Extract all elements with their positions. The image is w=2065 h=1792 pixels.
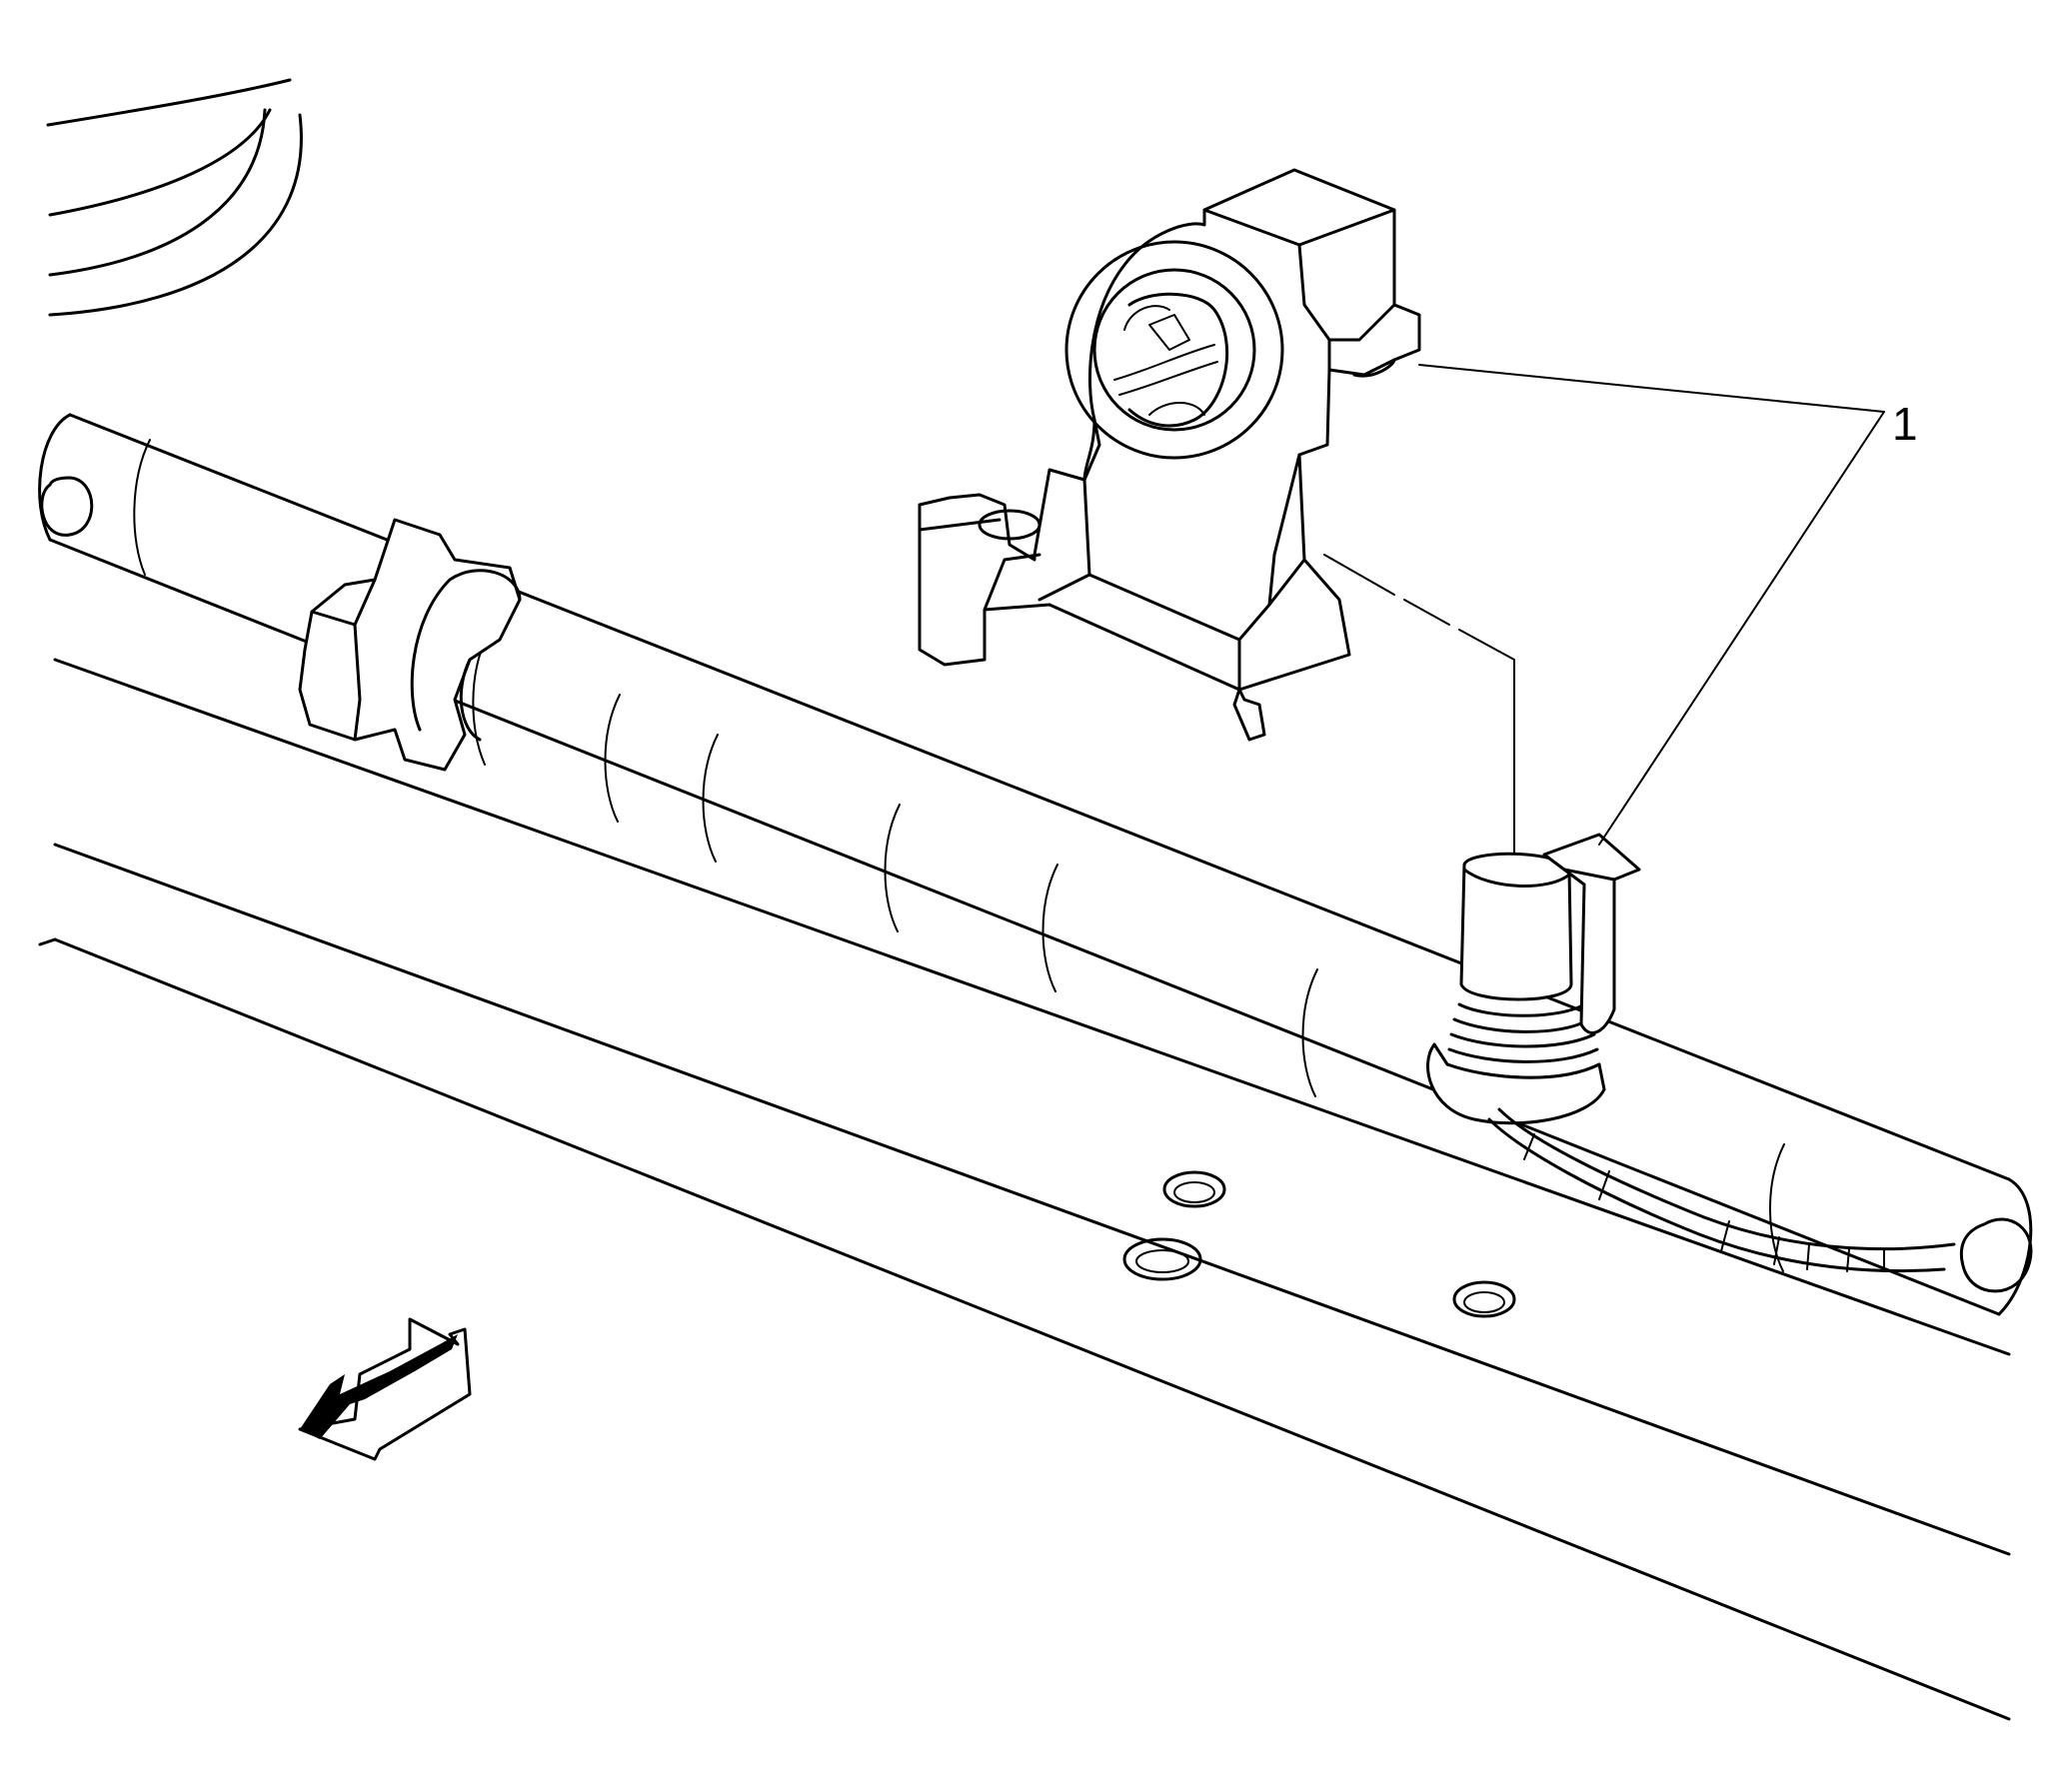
frame-rail: [38, 658, 2011, 1721]
forward-direction-arrow-icon: [298, 1317, 472, 1461]
frame-hole: [1452, 1280, 1516, 1318]
installation-guide-line: [1323, 554, 1515, 881]
callout-leaders: [1418, 364, 1885, 846]
background-arcs: [46, 78, 303, 317]
bracket-bolt-hole: [978, 509, 1041, 541]
frame-hole: [1162, 1170, 1226, 1208]
connector-mounting-bracket: [918, 168, 1421, 742]
callout-1-label: 1: [1892, 398, 1918, 450]
harness-retainer-clip: [1542, 833, 1641, 1034]
callout-1-leader-bracket: [1418, 364, 1885, 413]
harness-clamp: [298, 518, 522, 772]
frame-slot: [1122, 1237, 1202, 1281]
callout-1-leader-clip: [1598, 411, 1885, 846]
harness-electrical-connector: [1426, 852, 1956, 1273]
